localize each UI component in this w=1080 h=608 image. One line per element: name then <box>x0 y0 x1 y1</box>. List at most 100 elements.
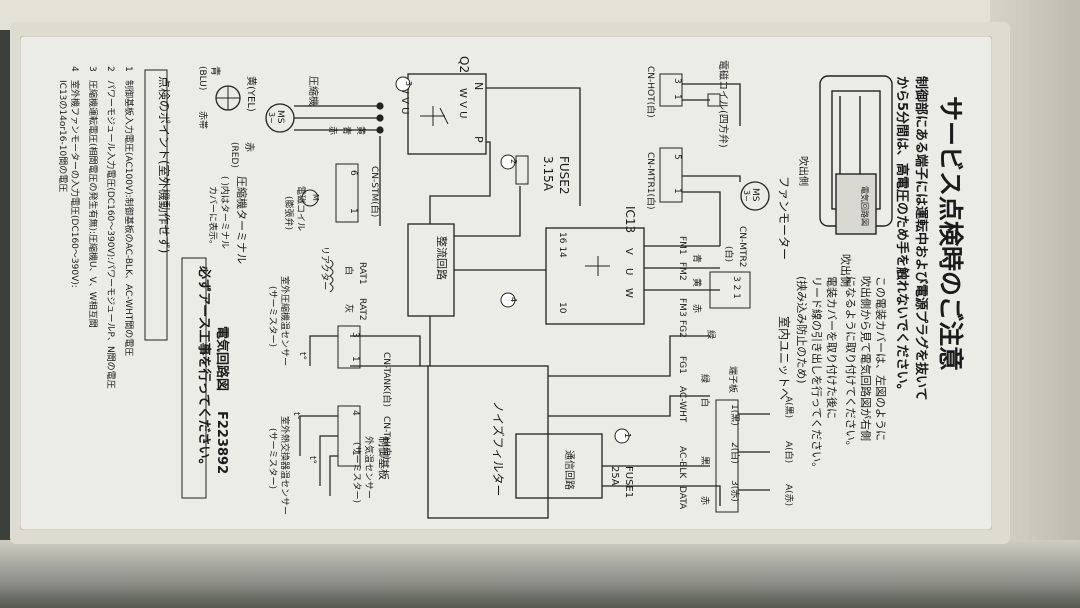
cn-th-pin-4: 4 <box>350 410 360 416</box>
ic13-v: V <box>623 248 634 255</box>
svg-text:2: 2 <box>509 159 518 164</box>
solenoid-exp-label: 電磁コイル <box>295 186 307 231</box>
terminal-blue: 青 <box>209 66 222 76</box>
fan-wire-blue: 青 <box>691 254 703 263</box>
check-points-heading-box <box>144 69 168 341</box>
cn-mtr1-connector <box>659 147 683 203</box>
sensor-wiring <box>299 335 338 496</box>
svg-text:M: M <box>311 194 320 201</box>
cover-note-2: 吹出側から見て電気回路図が右側 <box>859 276 873 441</box>
solenoid-exp-label-2: (膨張弁) <box>283 196 295 230</box>
unit-inset-drawing <box>819 75 893 235</box>
terminal-blue-cover: 赤帯 <box>197 111 209 129</box>
comm-circuit-label: 通信回路 <box>563 450 576 490</box>
fm2-label: FM2 <box>677 262 687 281</box>
rat2-gray: 灰 <box>343 304 355 313</box>
q2-power-module <box>407 73 487 155</box>
cn-th-label: CN-TH(白) <box>381 416 393 460</box>
fm3-label: FM3 <box>677 298 687 317</box>
ic13-pins-16-14: 16 14 <box>557 232 567 258</box>
cover-note-3: になるように取り付けてください。 <box>844 276 857 452</box>
data-label: DATA <box>677 486 687 510</box>
wire-red: 赤 <box>699 496 710 505</box>
q2-wvu-bottom: W V U <box>457 88 468 118</box>
wiring-diagram-label: 吹出側 電気回路図 サービス点検時のご注意 制御部にある端子には運転中および電源… <box>20 36 992 530</box>
comp-temp-sensor-label-2: (サーミスター) <box>267 286 278 347</box>
indoor-wiring <box>738 413 770 491</box>
cn-hot-wiring <box>682 83 741 246</box>
outside-tdeg: t° <box>307 456 317 464</box>
marker-4 <box>500 292 516 308</box>
rat1-label: RAT1 <box>357 262 367 285</box>
rat1-white: 白 <box>343 266 355 275</box>
svg-text:4: 4 <box>509 297 518 302</box>
terminal-red: 赤 <box>243 142 255 152</box>
cn-tank-pin-1: 1 <box>350 356 360 362</box>
compressor-wire-red: 赤 <box>327 126 338 135</box>
warning-line-2: から5分間は、高電圧のため手を触れないでください。 <box>894 76 910 397</box>
indoor-a-black: A(黒) <box>783 396 794 418</box>
ground-note: 必ずアース工事を行ってください。 <box>196 265 212 472</box>
cover-warning-3: (挟み込み防止のため) <box>795 276 809 384</box>
comp-temp-tdeg: t° <box>297 352 307 360</box>
cn-stm-label: CN-STM(白) <box>369 166 381 217</box>
warning-line-1: 制御部にある端子には運転中および電源プラグを抜いて <box>913 76 929 401</box>
svg-text:1: 1 <box>123 66 133 72</box>
fuse1-rating: 25A <box>609 466 620 486</box>
cover-warning-1: 電装カバーを取り付けた後に <box>825 276 839 419</box>
terminal-block <box>715 399 739 513</box>
main-wiring <box>350 87 721 506</box>
compressor-3phase: 3~ <box>267 112 276 124</box>
ic13-w: W <box>623 288 634 298</box>
terminal-yellow: 黄(YEL) <box>245 76 258 112</box>
inset-blow-side: 吹出側 <box>839 254 853 287</box>
wire-green-1: 緑 <box>705 330 717 339</box>
wire-white: 白 <box>699 398 711 407</box>
check-points-heading: 点検のポイント(室外機動作せず) <box>157 76 172 253</box>
terminal-3: 3(赤) <box>729 480 740 502</box>
check-point-4: 4 室外機ファンモーターの入力電圧(DC160〜390V): <box>69 66 81 288</box>
compressor-label: 圧縮機 <box>307 76 320 106</box>
cn-stm-connector <box>335 163 359 223</box>
ic13-switch-symbol <box>585 256 610 276</box>
terminal-note: ( )内はターミナル <box>219 176 231 249</box>
check-point-2: 2 パワーモジュール入力電圧(DC160〜390V):パワーモジュールP、N間の… <box>105 66 117 389</box>
ac-wht-label: AC-WHT <box>677 386 687 423</box>
svg-text:パワーモジュール入力電圧(DC160〜390V):パワーモジ: パワーモジュール入力電圧(DC160〜390V):パワーモジュールP、N間の電圧 <box>105 80 117 389</box>
fuse1-label: FUSE1 <box>623 466 634 498</box>
rectifier-label: 整流回路 <box>435 236 449 280</box>
cn-mtr2-label: CN-MTR2 <box>737 226 747 268</box>
fuse2-rating: 3.15A <box>541 156 555 192</box>
indoor-unit-label: 室内ユニットへ <box>777 316 792 400</box>
fan-motor-ms: MS <box>750 188 760 202</box>
terminal-block-label: 端子板 <box>727 366 739 393</box>
cn-mtr1-label: CN-MTR1(白) <box>645 152 657 210</box>
cn-stm-pin-6: 6 <box>348 170 358 176</box>
cn-stm-pin-1: 1 <box>348 208 358 214</box>
fan-motor-3phase: 3~ <box>742 190 751 202</box>
svg-text:圧縮機運転電圧(相間電圧の発生有無):圧縮機U、V、W相互間: 圧縮機運転電圧(相間電圧の発生有無):圧縮機U、V、W相互間 <box>87 80 99 328</box>
fan-wire-yellow: 黄 <box>691 278 703 287</box>
fg2-label: FG2 <box>677 320 687 338</box>
fg1-label: FG1 <box>677 356 687 374</box>
cn-mtr2-pins: 3 2 1 <box>731 276 741 299</box>
fan-blow-side: 吹出側 <box>797 156 810 186</box>
ic13-label: IC13 <box>623 206 637 233</box>
marker-1 <box>614 428 630 444</box>
compressor-wire-blue: 青 <box>341 126 353 135</box>
q2-wvu-top: W V U <box>399 84 410 114</box>
compressor-leads <box>294 102 384 134</box>
noise-filter-block <box>427 365 549 519</box>
svg-text:4: 4 <box>69 66 79 72</box>
hx-temp-sensor-label: 室外熱交換器温センサー <box>279 416 291 515</box>
fuse2-symbol <box>515 155 529 185</box>
svg-text:2: 2 <box>105 66 115 72</box>
rat2-label: RAT2 <box>357 298 367 321</box>
compressor-wire-yellow: 黄 <box>355 126 367 135</box>
inset-box-label: 電気回路図 <box>860 186 870 226</box>
cn-hot-label: CN-HOT(白) <box>645 66 657 118</box>
svg-text:室外機ファンモーターの入力電圧(DC160〜390V):: 室外機ファンモーターの入力電圧(DC160〜390V): <box>69 80 81 288</box>
terminal-blue-code: (BLU) <box>197 66 207 90</box>
outside-temp-sensor-label-2: (サーミスター) <box>351 442 362 503</box>
check-point-1: 1 制御基板入力電圧(AC100V):制御基板のAC-BLK、AC-WHT間の電… <box>123 66 135 356</box>
